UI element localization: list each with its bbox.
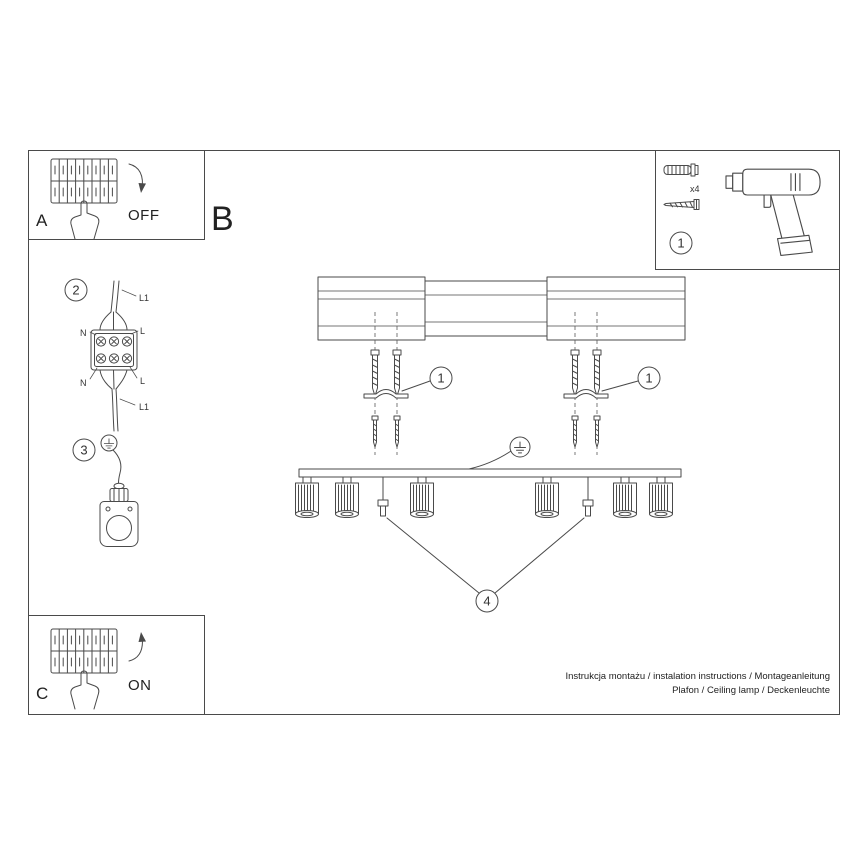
panel-power-on: C ON — [28, 615, 205, 715]
panel-power-off: A OFF — [28, 150, 205, 240]
footer-text: Instrukcja montażu / instalation instruc… — [565, 670, 830, 697]
hardware-box: x4 1 — [655, 150, 840, 270]
section-b-label: B — [211, 200, 234, 238]
power-off-label: OFF — [128, 207, 160, 224]
panel-c-illustration — [50, 628, 147, 710]
footer-line-2: Plafon / Ceiling lamp / Deckenleuchte — [672, 684, 830, 696]
footer-line-1: Instrukcja montażu / instalation instruc… — [565, 671, 830, 682]
switch-off-arrow-icon — [128, 163, 147, 194]
breaker-panel-icon — [50, 158, 118, 204]
anchor-count: x4 — [690, 184, 700, 194]
step1-badge: 1 — [669, 231, 693, 255]
drill-icon — [725, 168, 821, 257]
panel-c-label: C — [36, 684, 49, 703]
breaker-panel-icon — [50, 628, 118, 674]
switch-on-arrow-icon — [128, 631, 147, 662]
panel-a-illustration — [50, 158, 147, 240]
wall-plug-icon — [663, 163, 699, 177]
panel-a-label: A — [36, 211, 48, 230]
diagram-frame — [28, 150, 840, 715]
power-on-label: ON — [128, 677, 152, 694]
hand-icon — [70, 670, 100, 710]
step1-number: 1 — [677, 236, 684, 251]
screw-icon — [663, 199, 700, 210]
hardware-illustration: x4 1 — [663, 163, 821, 257]
hand-icon — [70, 200, 100, 240]
